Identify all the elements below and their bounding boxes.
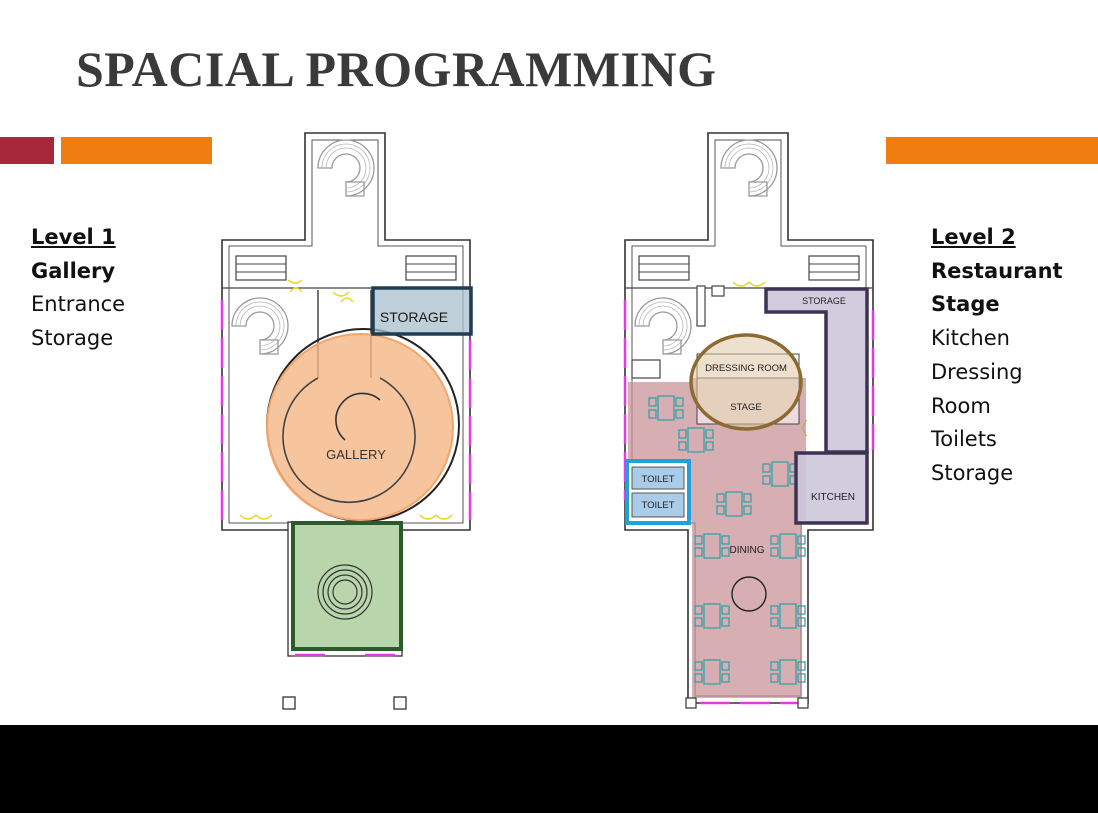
level2-dressing-room-label: DRESSING ROOM — [705, 363, 787, 374]
level1-storage-zone — [371, 286, 473, 336]
level1-gallery-label: GALLERY — [326, 447, 386, 462]
slide-title: SPACIAL PROGRAMMING — [76, 41, 717, 97]
level2-item-dressing: Dressing — [931, 359, 1023, 384]
level1-heading: Level 1 — [31, 225, 116, 249]
level2-heading: Level 2 — [931, 225, 1016, 249]
footer-bar — [0, 725, 1098, 813]
level2-dining-zone — [628, 378, 806, 698]
level1-item-storage: Storage — [31, 326, 114, 351]
level1-item-entrance: Entrance — [31, 292, 126, 317]
level2-toilet-label-1: TOILET — [641, 474, 674, 485]
level2-item-kitchen: Kitchen — [931, 326, 1010, 351]
level2-stage-zone — [689, 333, 803, 431]
level1-plan: GALLERY STORAGE — [220, 132, 473, 710]
level2-item-room: Room — [931, 393, 991, 418]
level2-kitchen-zone — [794, 451, 869, 525]
level2-item-storage: Storage — [931, 460, 1014, 485]
level2-stage-label: STAGE — [730, 402, 762, 413]
level2-legend: Level 2 Restaurant Stage Kitchen Dressin… — [931, 221, 1063, 491]
level1-item-gallery: Gallery — [31, 258, 116, 283]
accent-bar-orange-left — [61, 137, 212, 164]
level1-entrance-zone — [291, 521, 403, 651]
level2-dining-label: DINING — [730, 545, 765, 556]
level1-storage-label: STORAGE — [380, 309, 448, 325]
level2-item-restaurant: Restaurant — [931, 258, 1063, 283]
level2-storage-label: STORAGE — [802, 296, 846, 306]
level2-item-stage: Stage — [931, 292, 1000, 317]
level2-toilet-label-2: TOILET — [641, 500, 674, 511]
floor-plans: GALLERY STORAGE — [220, 132, 875, 710]
accent-bar-red — [0, 137, 54, 164]
accent-bar-orange-right — [886, 137, 1098, 164]
level2-item-toilets: Toilets — [931, 427, 997, 452]
level1-gallery-zone — [266, 333, 454, 521]
level1-legend: Level 1 Gallery Entrance Storage — [31, 221, 125, 356]
level2-kitchen-label: KITCHEN — [811, 492, 855, 503]
level2-plan: DINING DRESSING ROOM STAGE STORAGE KITCH… — [623, 132, 875, 709]
